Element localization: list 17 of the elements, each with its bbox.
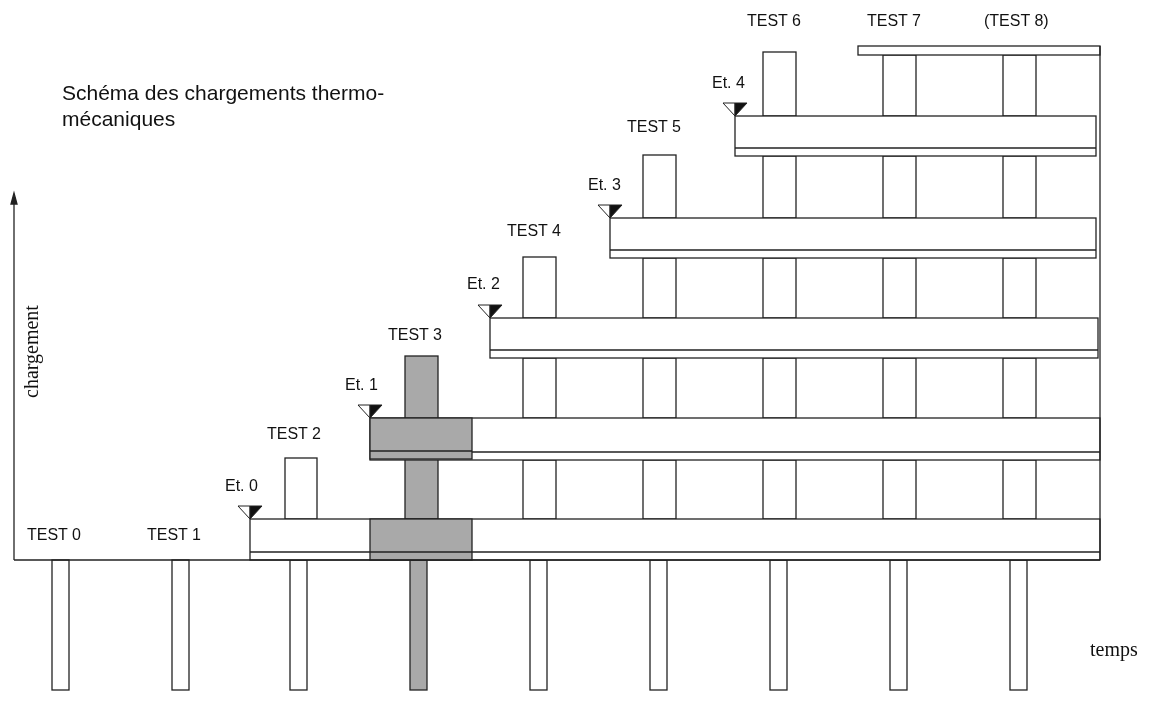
test-label: TEST 1 bbox=[147, 526, 201, 544]
diagram-title: Schéma des chargements thermo-mécaniques bbox=[62, 80, 386, 133]
test-label: TEST 2 bbox=[267, 425, 321, 443]
test-label: TEST 3 bbox=[388, 326, 442, 344]
test-label: TEST 7 bbox=[867, 12, 921, 30]
test-label: TEST 4 bbox=[507, 222, 561, 240]
axis-label: temps bbox=[1090, 638, 1138, 661]
test-label: (TEST 8) bbox=[984, 12, 1049, 30]
test-label: Et. 3 bbox=[588, 176, 621, 194]
test-label: Et. 1 bbox=[345, 376, 378, 394]
test-label: Et. 4 bbox=[712, 74, 745, 92]
test-label: TEST 6 bbox=[747, 12, 801, 30]
test-label: TEST 0 bbox=[27, 526, 81, 544]
test-label: Et. 2 bbox=[467, 275, 500, 293]
test-label: TEST 5 bbox=[627, 118, 681, 136]
test-label: Et. 0 bbox=[225, 477, 258, 495]
axis-label: chargement bbox=[20, 305, 43, 398]
